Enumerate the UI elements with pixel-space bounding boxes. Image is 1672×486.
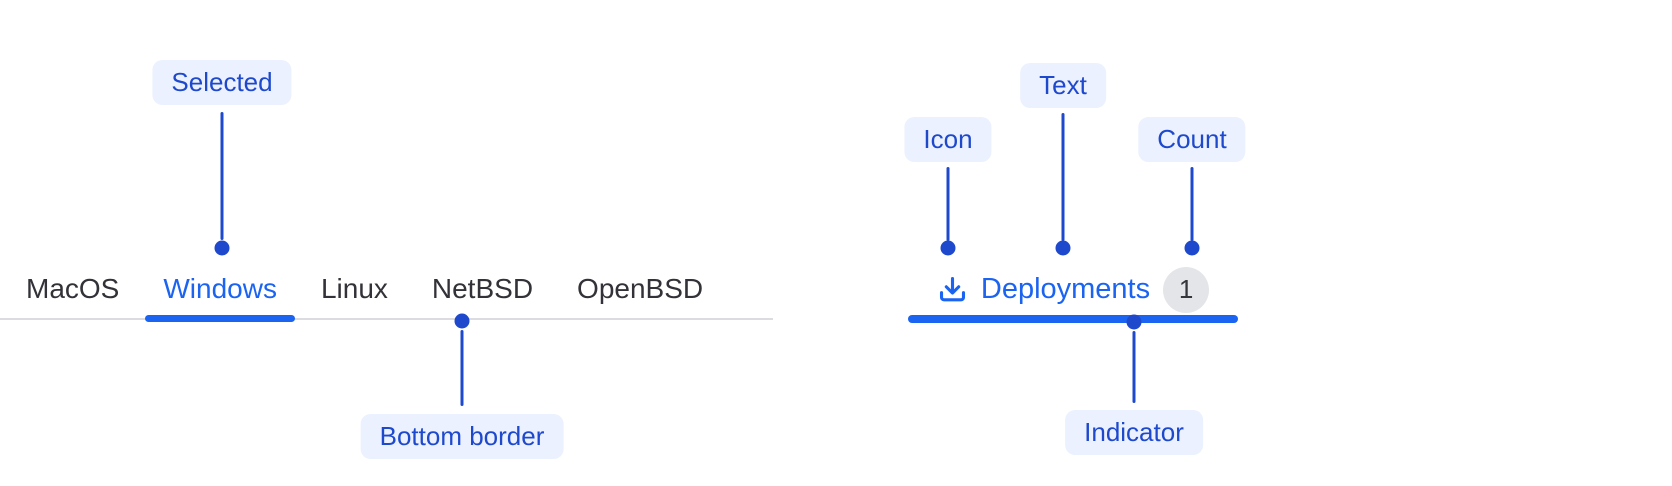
annotation-icon-line [946,167,950,241]
os-tab-bar: MacOS Windows Linux NetBSD OpenBSD [0,259,773,322]
tab-deployments[interactable]: Deployments 1 [908,259,1238,323]
tab-linux[interactable]: Linux [320,272,388,304]
annotation-indicator-line [1132,331,1136,403]
annotation-count-line [1190,167,1194,241]
download-icon [939,276,965,302]
annotation-count-label: Count [1138,117,1246,162]
annotation-icon-label: Icon [904,117,992,162]
annotation-icon-dot [940,240,956,256]
tab-deployments-label: Deployments [980,273,1151,305]
annotation-bottom-border-label: Bottom border [360,414,564,459]
annotation-text-dot [1055,240,1071,256]
annotation-selected-label: Selected [152,60,292,105]
annotation-bottom-border-dot [454,313,470,329]
annotation-indicator-label: Indicator [1065,410,1203,455]
annotation-bottom-border-line [460,330,464,406]
tab-netbsd[interactable]: NetBSD [431,272,534,304]
annotation-text-label: Text [1020,63,1106,108]
tab-count-badge: 1 [1163,266,1210,313]
annotation-selected-line [220,112,224,240]
annotation-indicator-dot [1126,314,1142,330]
annotation-selected-dot [214,240,230,256]
tab-macos[interactable]: MacOS [26,272,120,304]
annotation-text-line [1061,113,1065,241]
tab-windows[interactable]: Windows [141,259,299,322]
tab-openbsd[interactable]: OpenBSD [577,272,704,304]
annotation-count-dot [1184,240,1200,256]
